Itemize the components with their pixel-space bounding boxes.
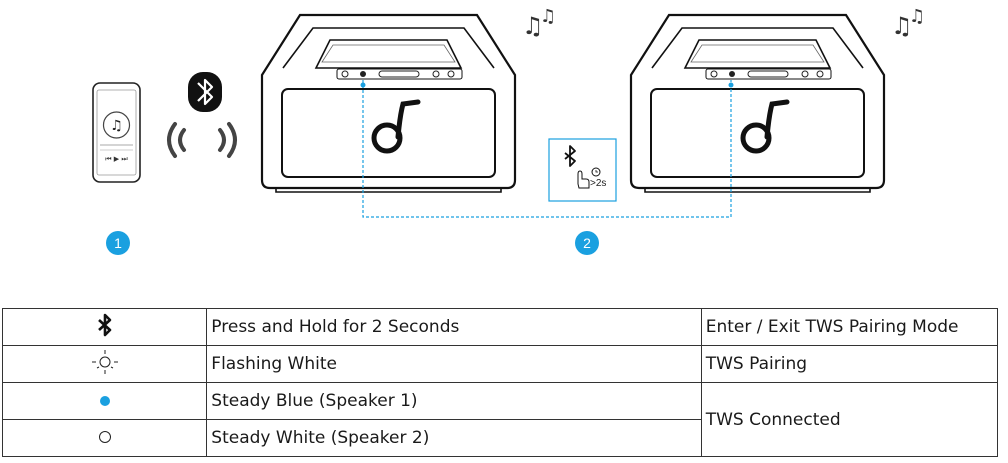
led-indicator-table: Press and Hold for 2 Seconds Enter / Exi…: [1, 308, 999, 457]
flashing-white-led-icon: [1, 345, 208, 383]
indicator-text: Steady Blue (Speaker 1): [206, 382, 702, 420]
press-hold-duration-label: >2s: [590, 178, 607, 189]
svg-text:♫: ♫: [891, 12, 913, 40]
tws-connection-line: [362, 80, 732, 218]
indicator-text: Flashing White: [206, 345, 702, 383]
step-1-badge: 1: [106, 231, 130, 255]
indicator-text: Steady White (Speaker 2): [206, 419, 702, 457]
svg-text:♫: ♫: [540, 6, 556, 27]
step-2-badge: 2: [575, 231, 599, 255]
pairing-illustration: ♫ ⏮ ▶ ⏭: [92, 6, 925, 218]
svg-text:♫: ♫: [909, 6, 925, 27]
table-row: Flashing White TWS Pairing: [1, 345, 999, 383]
speaker-1: [260, 13, 517, 193]
phone-icon: ♫ ⏮ ▶ ⏭: [92, 82, 141, 183]
status-text: TWS Connected: [700, 382, 999, 457]
music-notes-icon: ♫ ♫ ♫ ♫: [522, 6, 925, 40]
svg-text:♫: ♫: [110, 118, 123, 134]
table-row: Steady White (Speaker 2): [1, 419, 998, 457]
table-row: Press and Hold for 2 Seconds Enter / Exi…: [1, 308, 999, 346]
bluetooth-icon: [1, 308, 208, 346]
speaker-2: [629, 13, 886, 193]
bluetooth-badge-icon: [188, 72, 222, 112]
steady-blue-led-icon: [1, 382, 208, 420]
press-hold-callout: [548, 138, 617, 202]
signal-waves-icon: [167, 122, 237, 158]
svg-text:⏮ ▶ ⏭: ⏮ ▶ ⏭: [105, 155, 128, 163]
status-text: TWS Pairing: [700, 345, 999, 383]
svg-text:♫: ♫: [522, 12, 544, 40]
indicator-text: Press and Hold for 2 Seconds: [206, 308, 702, 346]
table-row: Steady Blue (Speaker 1) TWS Connected: [1, 382, 999, 457]
status-text: Enter / Exit TWS Pairing Mode: [700, 308, 999, 346]
steady-white-led-icon: [1, 419, 208, 457]
